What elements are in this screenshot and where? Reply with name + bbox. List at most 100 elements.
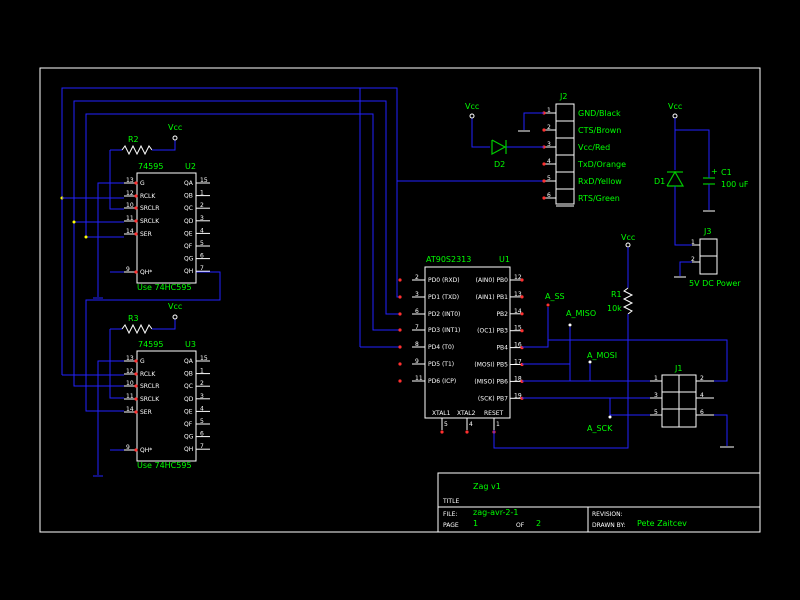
vcc-d2-label: Vcc: [465, 102, 479, 111]
u3-pin-name-qg: QG: [184, 434, 194, 441]
u1-pin-num-19: 19: [514, 392, 522, 399]
u1-pin-num-5: 5: [444, 421, 448, 428]
u1-pin-dot-2: [398, 278, 402, 282]
u1-pin-num-14: 14: [514, 308, 522, 315]
j2-pin-num-3: 3: [547, 141, 551, 148]
u1-pin-dot-14: [520, 312, 524, 316]
bus-wires: [60, 87, 400, 477]
u2-pin-name-qh: QH: [184, 268, 193, 275]
u1-pin-name-13: (AIN1) PB1: [476, 294, 509, 301]
u3-pin-num-13: 13: [126, 355, 134, 362]
sheet-border: [39, 67, 761, 533]
u2-pin-num-6: 6: [200, 253, 204, 260]
j1-pin-5: 5: [654, 409, 658, 416]
u1-pin-num-18: 18: [514, 375, 522, 382]
u3-pin-num-15: 15: [200, 355, 208, 362]
j1-pin-3: 3: [654, 392, 658, 399]
pages-value: 2: [536, 519, 541, 528]
u3-pin-dot-12: [134, 372, 138, 376]
u3-pin-name-g: G: [140, 358, 145, 365]
u2-pin-name-qc: QC: [184, 205, 193, 212]
u1-pin-num-9: 9: [415, 358, 419, 365]
u1-pin-dot-11: [398, 379, 402, 383]
u1-pin-num-4: 4: [469, 421, 473, 428]
u3-pin-num-5: 5: [200, 418, 204, 425]
u3-pin-name-qa: QA: [184, 358, 194, 365]
u3-pin-num-7: 7: [200, 443, 204, 450]
title-label: TITLE: [442, 498, 459, 505]
u1-pin-num-16: 16: [514, 342, 522, 349]
u3-pin-name-qe: QE: [184, 408, 193, 415]
u3-pin-name-qd: QD: [184, 396, 194, 403]
j2-pin-name-4: TxD/Orange: [577, 160, 626, 169]
j2-pin-name-1: GND/Black: [578, 109, 621, 118]
u1-pin-num-7: 7: [415, 324, 419, 331]
j1-pin-2: 2: [700, 375, 704, 382]
r3-label: R3: [128, 314, 139, 323]
u1-pin-name-14: PB2: [496, 311, 508, 318]
u2-pin-name-srclr: SRCLR: [140, 205, 159, 212]
u3-pin-name-qh: QH*: [140, 447, 152, 454]
u2-ref: U2: [185, 162, 196, 171]
drawn-value: Pete Zaitcev: [637, 519, 687, 528]
j2-pin-num-6: 6: [547, 192, 551, 199]
u1-pin-name-2: PD0 (RXD): [428, 277, 460, 284]
j2-pin-dot-2: [542, 128, 546, 132]
u3-note: Use 74HC595: [137, 461, 192, 470]
u1-pin-name-15: (OC1) PB3: [477, 328, 508, 335]
u1-type: AT90S2313: [426, 255, 471, 264]
u2-pin-num-1: 1: [200, 190, 204, 197]
u2-pin-name-g: G: [140, 180, 145, 187]
j2-pin-dot-4: [542, 162, 546, 166]
of-label: OF: [516, 522, 525, 529]
power-section: Vcc + D1 C1 100 uF 1 2 J3 5V DC Power: [654, 102, 749, 288]
u3-pin-num-10: 10: [126, 380, 134, 387]
j1-ref: J1: [674, 364, 682, 373]
u1-pin-num-3: 3: [415, 291, 419, 298]
j2-pin-name-5: RxD/Yellow: [578, 177, 622, 186]
u2-pin-name-qg: QG: [184, 256, 194, 263]
j2-pin-dot-5: [542, 179, 546, 183]
u1-pin-name-4: XTAL2: [457, 410, 476, 417]
u1-pin-dot-5: [440, 430, 444, 434]
u1-pin-num-11: 11: [415, 375, 423, 382]
j2-pin-num-5: 5: [547, 175, 551, 182]
u3-pin-name-srclr: SRCLR: [140, 383, 159, 390]
u3-pin-name-ser: SER: [140, 409, 152, 416]
u3-pin-num-12: 12: [126, 368, 134, 375]
page-value: 1: [473, 519, 478, 528]
u1-pin-dot-6: [398, 312, 402, 316]
u2-pin-dot-11: [134, 219, 138, 223]
net-miso-label: A_MISO: [566, 309, 596, 318]
u2-pin-num-11: 11: [126, 215, 134, 222]
u2-type: 74595: [138, 162, 163, 171]
u1-ref: U1: [499, 255, 510, 264]
u2-pin-num-13: 13: [126, 177, 134, 184]
u1-pin-dot-13: [520, 295, 524, 299]
u1-pin-name-12: (AIN0) PB0: [476, 277, 509, 284]
c1-ref: C1: [721, 168, 732, 177]
u3-pin-num-2: 2: [200, 380, 204, 387]
j3-pin-2: 2: [691, 256, 695, 263]
u2-pin-num-3: 3: [200, 215, 204, 222]
u3-pin-name-srclk: SRCLK: [140, 396, 160, 403]
u2-pin-num-9: 9: [126, 266, 130, 273]
j2-pin-num-4: 4: [547, 158, 551, 165]
drawn-label: DRAWN BY:: [592, 522, 625, 529]
u1-pin-name-5: XTAL1: [432, 410, 451, 417]
u3-pin-dot-14: [134, 410, 138, 414]
u1-pin-num-12: 12: [514, 274, 522, 281]
u1-pin-num-17: 17: [514, 359, 522, 366]
r1-ref: R1: [611, 290, 622, 299]
u1-pin-num-13: 13: [514, 291, 522, 298]
u1-pin-name-1: RESET: [484, 410, 504, 417]
u3-pin-num-3: 3: [200, 393, 204, 400]
u3-pin-dot-9: [134, 448, 138, 452]
j3-ref: J3: [703, 227, 711, 236]
u1-pin-num-8: 8: [415, 341, 419, 348]
u3-pin-num-9: 9: [126, 444, 130, 451]
